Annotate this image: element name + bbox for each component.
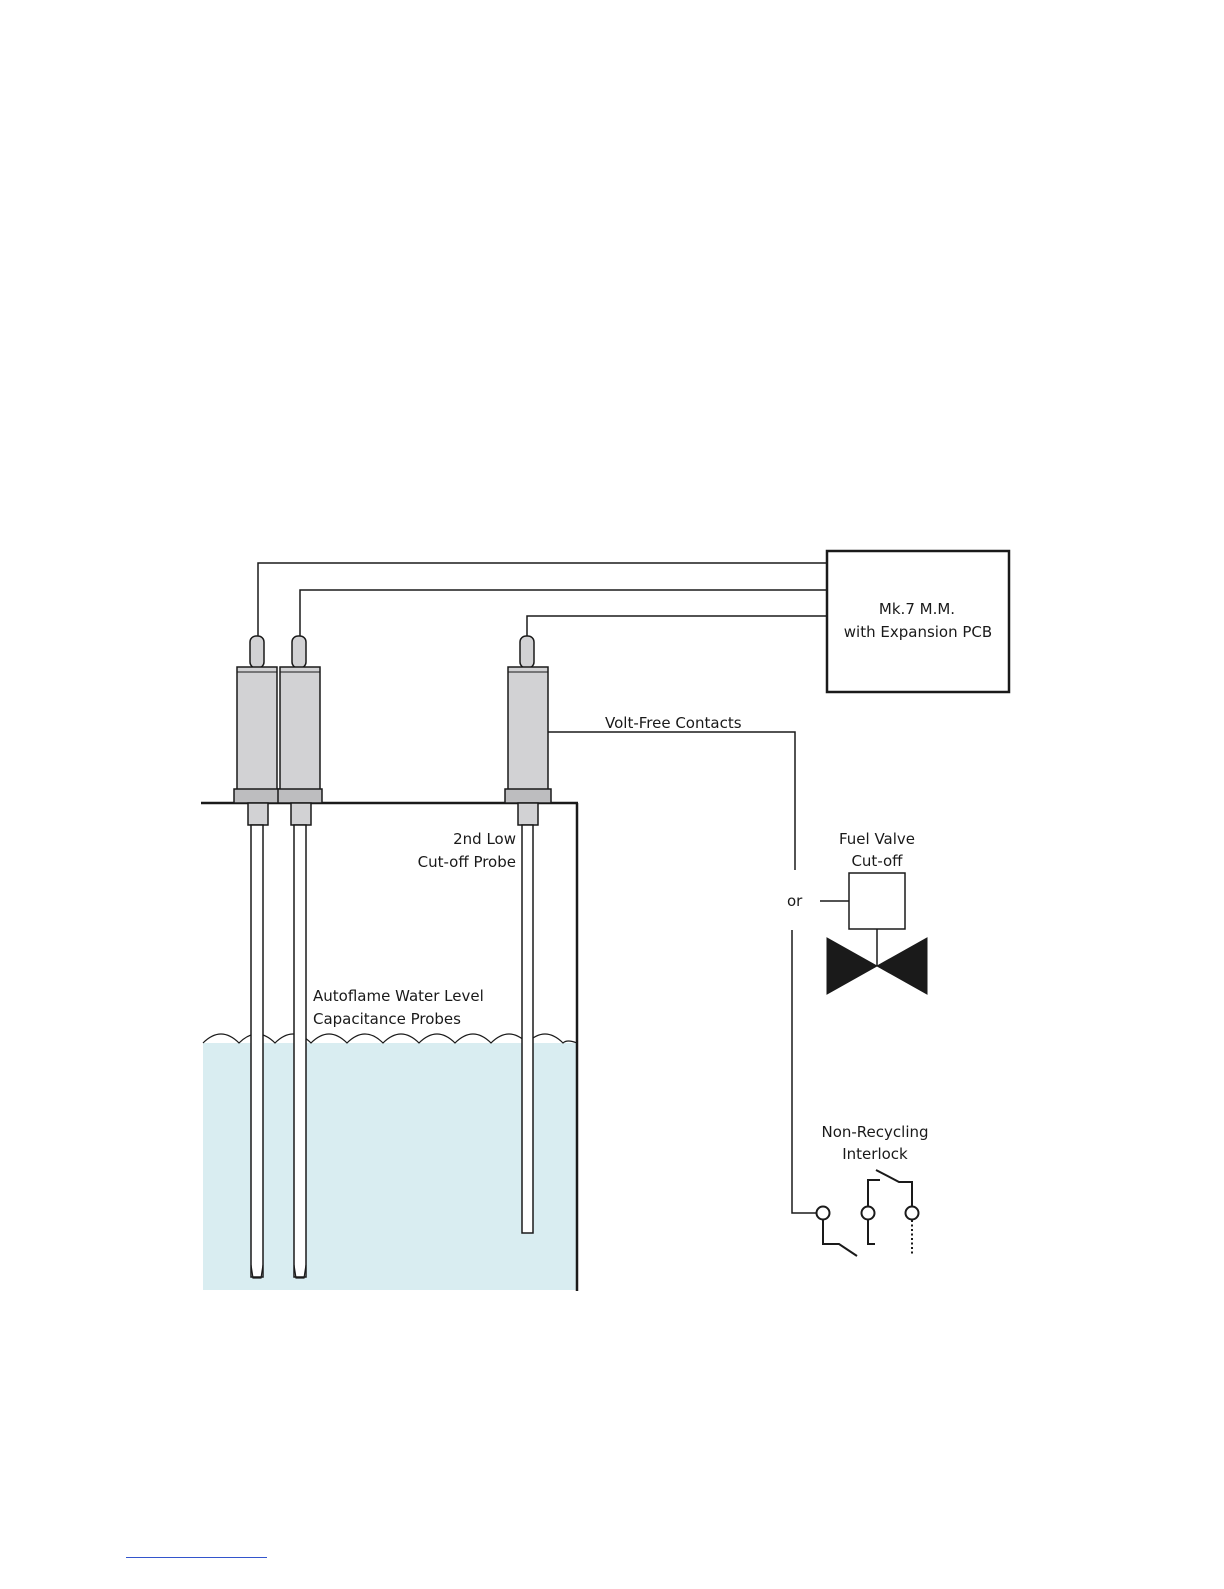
fuel-valve-label-line2: Cut-off: [851, 852, 903, 870]
probes-label-line2: Capacitance Probes: [313, 1010, 461, 1028]
wire-probe-1: [258, 563, 828, 637]
interlock-label-line1: Non-Recycling: [821, 1123, 928, 1141]
second-low-label-line1: 2nd Low: [453, 830, 516, 848]
probes-label-line1: Autoflame Water Level: [313, 987, 484, 1005]
fuel-valve-label-line1: Fuel Valve: [839, 830, 915, 848]
or-label: or: [787, 892, 803, 910]
interlock-label-line2: Interlock: [842, 1145, 908, 1163]
controller-label-line2: with Expansion PCB: [844, 623, 992, 641]
wire-probe-3: [527, 616, 828, 637]
controller-label-line1: Mk.7 M.M.: [879, 600, 955, 618]
volt-free-label: Volt-Free Contacts: [605, 714, 742, 732]
wire-probe-2: [300, 590, 828, 637]
interlock-wire: [792, 930, 816, 1213]
interlock-switch-icon: [817, 1170, 919, 1256]
second-low-label-line2: Cut-off Probe: [418, 853, 516, 871]
valve-actuator-box: [849, 873, 905, 929]
volt-free-wire: [548, 732, 795, 870]
footer-rule: [126, 1557, 267, 1558]
controller-box: [827, 551, 1009, 692]
